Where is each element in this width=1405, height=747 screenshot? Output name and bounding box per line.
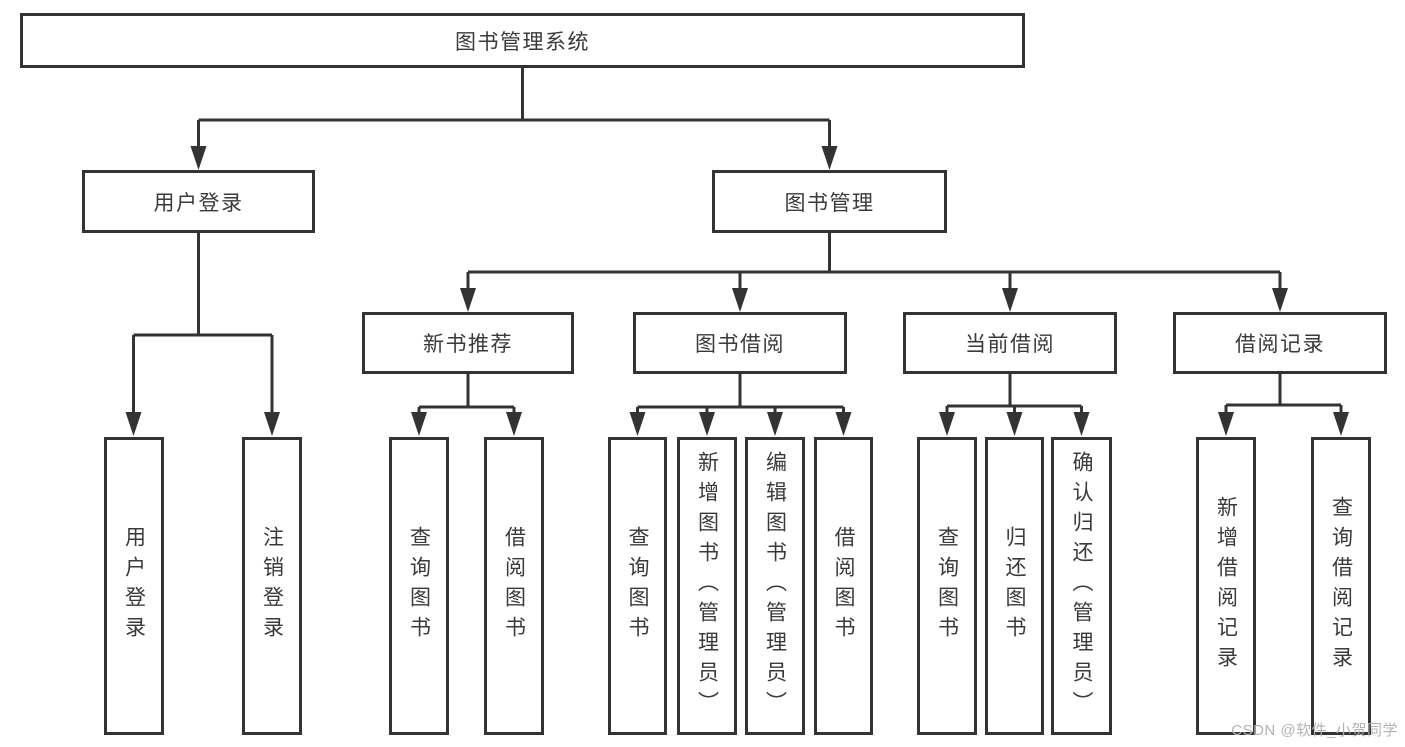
arrowhead: [506, 412, 522, 436]
connector-user-login-to-leaves: [132, 233, 274, 428]
node-label: 新增借阅记录: [1214, 496, 1238, 676]
arrowhead: [939, 412, 955, 436]
arrowhead: [699, 412, 715, 436]
arrowhead: [125, 412, 142, 436]
node-label: 用户登录: [122, 526, 146, 646]
arrowhead: [1218, 412, 1234, 436]
leaf-edit-books-admin: 编辑图书（管理员）: [745, 437, 805, 735]
connector-root-to-level2: [197, 68, 831, 160]
node-borrowing-records: 借阅记录: [1173, 312, 1387, 374]
node-book-borrowing: 图书借阅: [633, 312, 847, 374]
node-label: 查询图书: [407, 526, 431, 646]
leaf-query-borrow-record: 查询借阅记录: [1311, 437, 1371, 735]
node-label: 借阅记录: [1235, 333, 1325, 356]
node-label: 归还图书: [1003, 526, 1026, 646]
arrowhead: [1073, 412, 1090, 436]
leaf-borrow-books: 借阅图书: [484, 437, 544, 735]
arrowhead: [1272, 288, 1288, 312]
connector-borrow-record-to-leaves: [1224, 374, 1343, 428]
connector-book-mgmt-to-level3: [466, 233, 1282, 302]
node-label: 确认归还（管理员）: [1070, 451, 1093, 721]
arrowhead: [190, 146, 207, 170]
arrowhead: [460, 288, 476, 312]
leaf-borrow-books: 借阅图书: [814, 437, 873, 735]
arrowhead: [1002, 288, 1018, 312]
node-label: 图书管理系统: [455, 30, 590, 54]
node-label: 查询图书: [935, 526, 959, 646]
leaf-query-books: 查询图书: [389, 437, 449, 735]
node-user-login: 用户登录: [82, 170, 315, 233]
leaf-query-books: 查询图书: [608, 437, 667, 735]
node-root-system: 图书管理系统: [20, 13, 1025, 68]
node-label: 借阅图书: [502, 526, 526, 646]
node-label: 编辑图书（管理员）: [763, 451, 787, 721]
arrowhead: [821, 146, 838, 170]
node-label: 图书借阅: [695, 333, 785, 356]
connector-new-book-to-leaves: [417, 374, 516, 428]
arrowhead: [411, 412, 427, 436]
csdn-watermark: CSDN @软件_小贺同学: [1231, 722, 1398, 739]
node-label: 注销登录: [260, 526, 284, 646]
arrowhead: [264, 412, 280, 436]
node-current-borrowing: 当前借阅: [903, 312, 1117, 374]
node-label: 用户登录: [153, 191, 244, 215]
node-label: 查询图书: [626, 526, 649, 646]
arrowhead: [1333, 412, 1349, 436]
node-label: 新增图书（管理员）: [695, 451, 719, 721]
arrowhead: [629, 412, 646, 436]
arrowhead: [1006, 412, 1023, 436]
node-label: 借阅图书: [832, 526, 855, 646]
arrowhead: [767, 412, 783, 436]
leaf-query-books: 查询图书: [917, 437, 977, 735]
arrowhead: [732, 288, 748, 312]
node-label: 新书推荐: [423, 333, 513, 356]
node-label: 当前借阅: [965, 333, 1055, 356]
node-book-management: 图书管理: [712, 170, 947, 233]
node-new-book-recommendation: 新书推荐: [362, 312, 574, 374]
leaf-user-login: 用户登录: [104, 437, 164, 735]
arrowhead: [835, 412, 852, 436]
leaf-add-books-admin: 新增图书（管理员）: [677, 437, 737, 735]
leaf-confirm-return-admin: 确认归还（管理员）: [1051, 437, 1112, 735]
node-label: 查询借阅记录: [1329, 496, 1353, 676]
connector-book-borrow-to-leaves: [636, 374, 845, 428]
node-label: 图书管理: [784, 191, 875, 215]
leaf-add-borrow-record: 新增借阅记录: [1196, 437, 1256, 735]
leaf-return-books: 归还图书: [985, 437, 1044, 735]
leaf-logout: 注销登录: [242, 437, 302, 735]
